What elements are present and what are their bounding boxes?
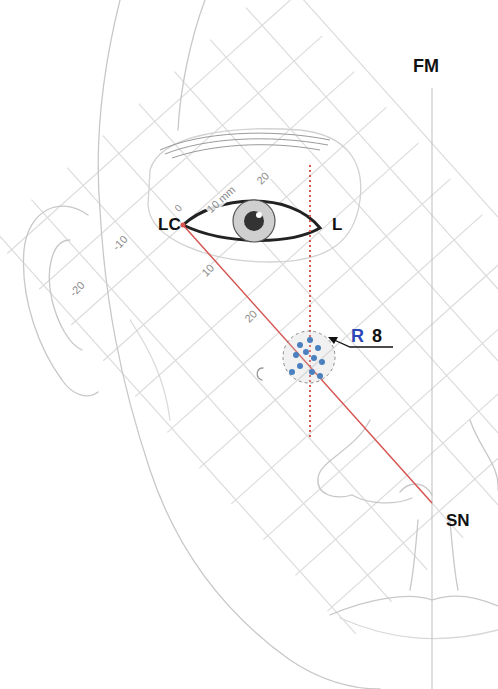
grid-line — [39, 36, 322, 289]
callout-number: 8 — [372, 327, 382, 345]
grid-line — [263, 286, 498, 539]
axis-tick: -10 — [110, 233, 130, 253]
grid-line — [71, 72, 354, 325]
grid-line — [139, 104, 498, 506]
grid-line — [103, 136, 463, 538]
point-label: L — [332, 216, 342, 233]
axis-tick: -20 — [67, 279, 87, 299]
axis-tick: 20 — [254, 170, 272, 188]
region-label: R — [351, 327, 364, 345]
point-label: LC — [158, 216, 181, 233]
grid-line — [135, 143, 418, 396]
midline-label: FM — [413, 57, 439, 75]
axis-tick: 0 — [172, 202, 184, 214]
grid-line — [31, 200, 391, 602]
grid-line — [7, 0, 290, 253]
grid-line — [103, 107, 386, 360]
axis-tick: 20 — [242, 308, 260, 326]
grid-line — [327, 358, 498, 611]
grid-line — [282, 0, 498, 378]
axis-tick: 10 — [199, 262, 217, 280]
grid-line — [167, 179, 450, 432]
grid-line — [231, 250, 498, 503]
point-label: SN — [446, 512, 470, 529]
grid-line — [199, 215, 482, 468]
